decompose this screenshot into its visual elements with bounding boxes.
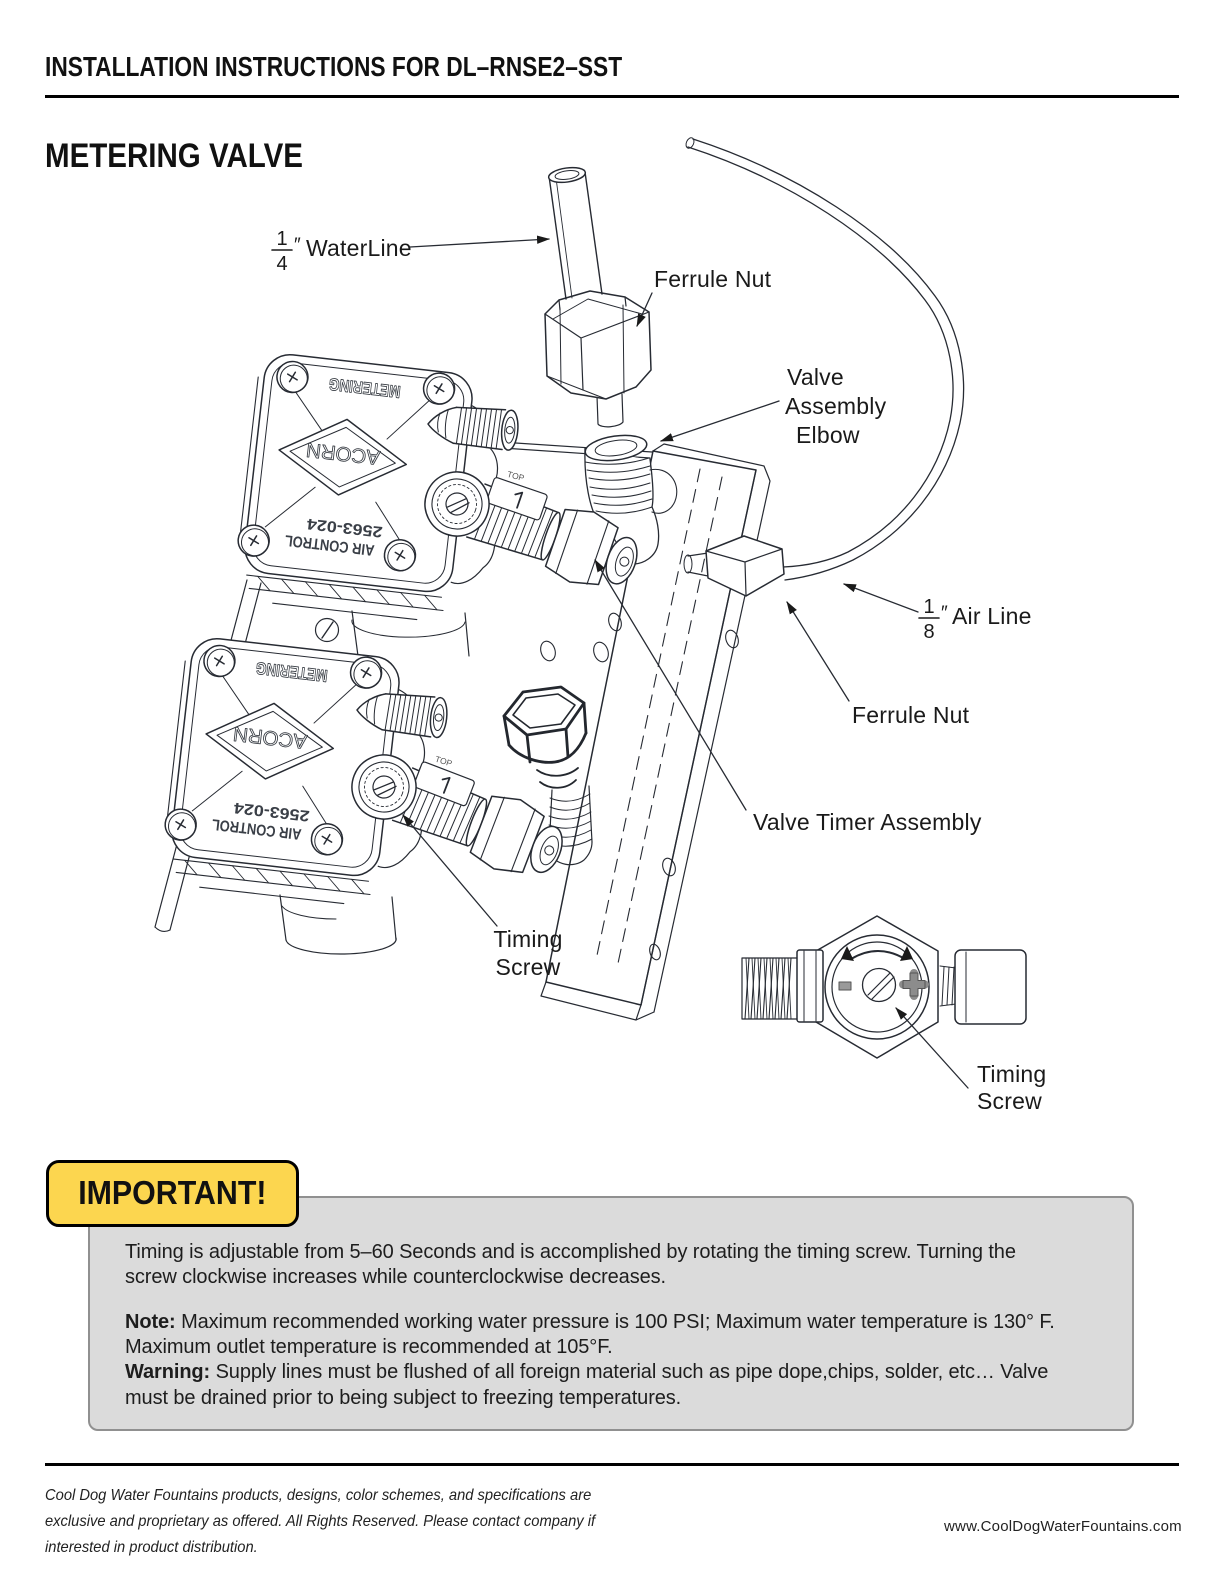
svg-text:Air Line: Air Line: [952, 603, 1032, 629]
svg-text:Screw: Screw: [496, 954, 561, 980]
svg-text:Valve Timer Assembly: Valve Timer Assembly: [753, 809, 982, 835]
svg-text:Timing: Timing: [977, 1061, 1046, 1087]
svg-text:Elbow: Elbow: [796, 422, 860, 448]
svg-text:Timing: Timing: [493, 926, 562, 952]
svg-text:Ferrule Nut: Ferrule Nut: [852, 702, 970, 728]
svg-text:Valve: Valve: [787, 364, 844, 390]
svg-text:Screw: Screw: [977, 1088, 1042, 1114]
svg-text:1: 1: [276, 228, 287, 250]
svg-text:8: 8: [923, 621, 934, 643]
svg-text:4: 4: [276, 253, 287, 275]
svg-text:WaterLine: WaterLine: [306, 235, 412, 261]
svg-text:″: ″: [941, 603, 948, 624]
svg-text:Ferrule Nut: Ferrule Nut: [654, 266, 772, 292]
svg-text:″: ″: [294, 235, 301, 256]
svg-text:1: 1: [923, 596, 934, 618]
svg-text:Assembly: Assembly: [785, 393, 887, 419]
